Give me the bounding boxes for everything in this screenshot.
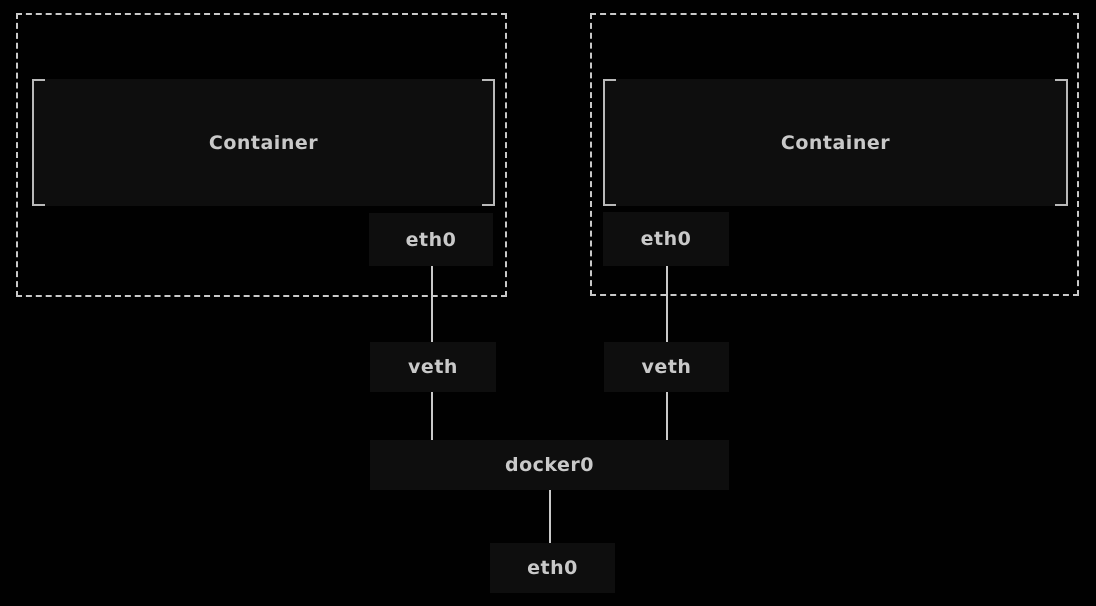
open-bracket-icon — [603, 79, 616, 206]
container-label-right: Container — [780, 131, 891, 154]
edge-veth-docker0-left — [431, 391, 433, 441]
veth-node-right: veth — [604, 342, 729, 392]
open-bracket-icon — [32, 79, 45, 206]
edge-eth0-veth-left — [431, 265, 433, 343]
edge-veth-docker0-right — [666, 391, 668, 441]
container-node-left: Container — [32, 79, 495, 206]
veth-label-right: veth — [641, 356, 692, 378]
container-label-left: Container — [208, 131, 319, 154]
namespace-box-right — [590, 13, 1079, 296]
eth0-label-right: eth0 — [640, 228, 692, 250]
eth0-host-node: eth0 — [490, 543, 615, 593]
eth0-node-left: eth0 — [369, 213, 493, 266]
edge-docker0-eth0-host — [549, 489, 551, 544]
close-bracket-icon — [1055, 79, 1068, 206]
docker0-label: docker0 — [504, 454, 595, 476]
eth0-host-label: eth0 — [527, 557, 578, 579]
veth-label-left: veth — [408, 356, 458, 378]
docker0-bridge-node: docker0 — [370, 440, 729, 490]
close-bracket-icon — [482, 79, 495, 206]
namespace-box-left — [16, 13, 507, 297]
eth0-label-left: eth0 — [405, 228, 457, 251]
edge-eth0-veth-right — [666, 265, 668, 343]
container-node-right: Container — [603, 79, 1068, 206]
eth0-node-right: eth0 — [603, 212, 729, 266]
veth-node-left: veth — [370, 342, 496, 392]
